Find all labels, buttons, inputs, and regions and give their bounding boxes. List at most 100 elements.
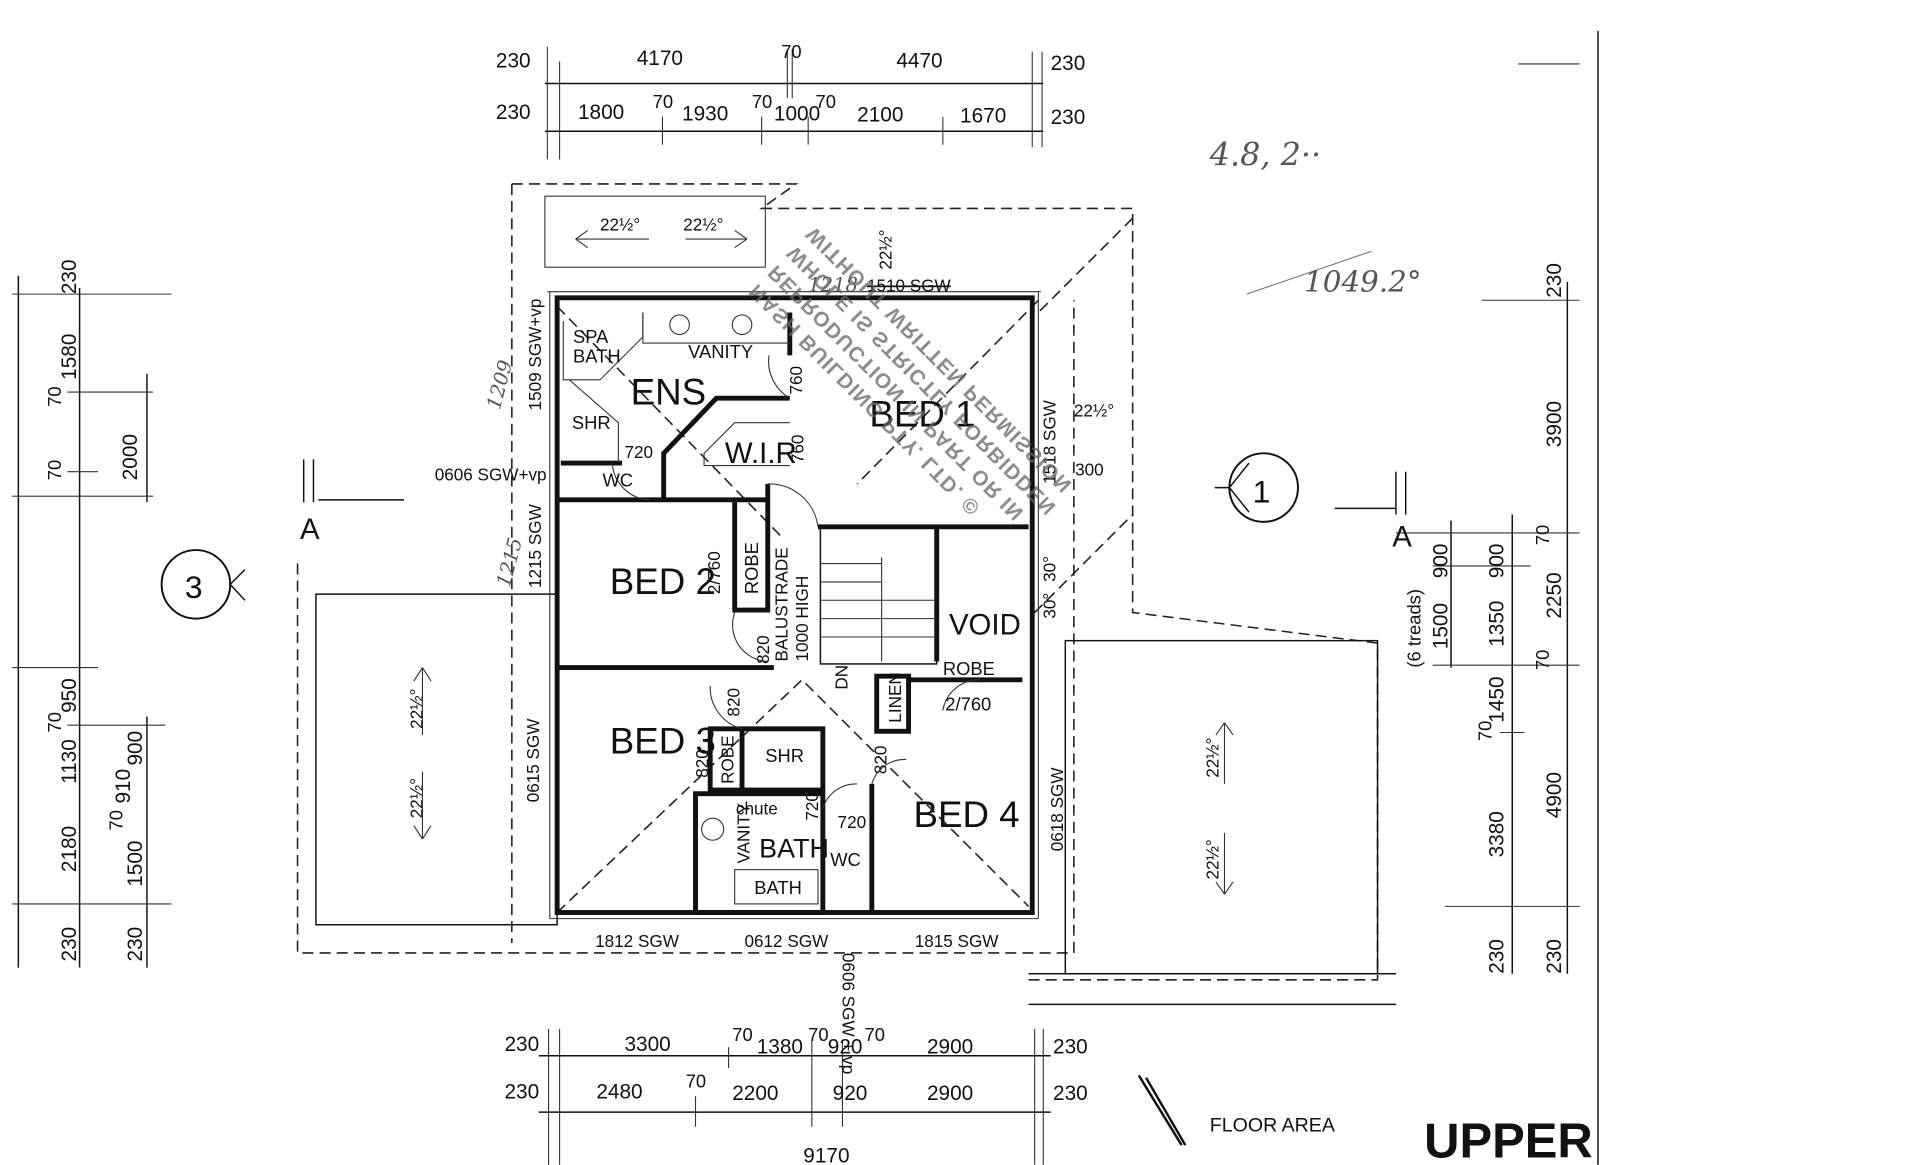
drawing-text: 1800 <box>578 101 624 124</box>
drawing-text: 70 <box>1474 721 1495 741</box>
drawing-text: 760 <box>786 366 806 395</box>
drawing-text: 70 <box>781 41 801 62</box>
drawing-text: 820 <box>692 749 712 778</box>
drawing-text: 900 <box>124 731 147 766</box>
drawing-text: 1518 SGW <box>1040 399 1060 484</box>
room-ens: ENS <box>631 371 707 412</box>
section-markers: A A 3 1 <box>160 452 1412 620</box>
right-dimensions: 230 3900 70 2250 70 4900 230 900 1350 70… <box>1395 263 1580 974</box>
drawing-text: DN <box>831 665 851 690</box>
drawing-text: 22½° <box>406 778 426 818</box>
drawing-text: 30° <box>1040 556 1060 582</box>
drawing-text: VANITY <box>688 341 753 362</box>
drawing-text: 230 <box>1051 52 1086 75</box>
room-labels: ENS BED 1 SPA BATH VANITY SHR W.I.R WC B… <box>572 326 1021 898</box>
drawing-text: 70 <box>864 1024 884 1045</box>
drawing-text: 22½° <box>1074 401 1114 421</box>
drawing-text: SHR <box>765 745 804 766</box>
drawing-text: 2/760 <box>704 551 724 594</box>
drawing-text: 22½° <box>875 229 895 269</box>
drawing-text: 2900 <box>927 1035 973 1058</box>
drawing-text: 2250 <box>1543 572 1566 618</box>
drawing-text: 720 <box>802 792 822 821</box>
drawing-text: FLOOR AREA <box>1210 1115 1336 1137</box>
bottom-dimensions: 230 3300 70 1380 70 920 70 2900 230 230 … <box>504 1024 1087 1165</box>
room-bed3: BED 3 <box>610 720 716 761</box>
drawing-text: 820 <box>871 746 891 775</box>
drawing-text: 230 <box>1543 939 1566 974</box>
drawing-text: 230 <box>124 927 147 962</box>
drawing-text: 1000 <box>774 102 820 125</box>
drawing-text: 1218 <box>808 274 858 297</box>
drawing-text: 70 <box>752 91 772 112</box>
drawing-text: 0606 SGW + vp <box>838 953 858 1074</box>
drawing-text: 230 <box>1053 1082 1088 1105</box>
drawing-text: 2/760 <box>945 693 991 714</box>
drawing-text: 2200 <box>732 1082 778 1105</box>
drawing-text: 230 <box>1543 263 1566 298</box>
drawing-text: 1209 <box>482 358 517 412</box>
drawing-text: ROBE <box>741 542 762 594</box>
drawing-text: 1930 <box>682 102 728 125</box>
drawing-text: 70 <box>808 1024 828 1045</box>
drawing-text: 22½° <box>1202 738 1222 778</box>
drawing-text: A <box>1392 520 1412 553</box>
drawing-text: 820 <box>753 635 773 664</box>
drawing-text: 70 <box>732 1024 752 1045</box>
drawing-text: 910 <box>112 769 135 804</box>
drawing-text: 3300 <box>624 1033 670 1056</box>
drawing-text: 9170 <box>803 1144 849 1165</box>
drawing-text: 70 <box>44 386 65 406</box>
drawing-text: 1509 SGW+vp <box>525 299 545 411</box>
drawing-text: 230 <box>1053 1035 1088 1058</box>
drawing-text: 1215 SGW <box>525 503 545 588</box>
drawing-text: chute <box>736 799 778 819</box>
drawing-text: 2180 <box>58 826 81 872</box>
drawing-text: 22½° <box>600 214 640 234</box>
drawing-text: BATH <box>759 833 829 863</box>
drawing-text: 760 <box>787 435 807 464</box>
drawing-text: 230 <box>496 50 531 73</box>
drawing-text: 720 <box>838 812 867 832</box>
drawing-text: 1130 <box>58 739 81 784</box>
drawing-text: 70 <box>653 91 673 112</box>
drawing-text: WITHOUT WRITTEN PERMISSION <box>802 222 1077 497</box>
drawing-text: SPA <box>573 326 609 347</box>
drawing-text: WC <box>602 469 633 490</box>
drawing-text: 230 <box>1051 106 1086 129</box>
drawing-text: 22½° <box>1202 839 1222 879</box>
drawing-text: 4470 <box>896 50 942 73</box>
drawing-text: 70 <box>686 1071 706 1092</box>
drawing-text: 1510 SGW <box>867 276 952 296</box>
drawing-text: 22½° <box>406 689 426 729</box>
title-block: FLOOR AREA UPPER <box>1137 1074 1593 1165</box>
stair-treads <box>820 557 937 662</box>
drawing-text: 230 <box>504 1033 539 1056</box>
drawing-text: 22½° <box>683 214 723 234</box>
door-sizes: 760 720 760 2/760 820 820 820 720 720 82… <box>624 366 890 832</box>
drawing-text: 230 <box>504 1081 539 1104</box>
drawing-text: 0606 SGW+vp <box>435 464 547 484</box>
drawing-text: 0618 SGW <box>1047 767 1067 852</box>
drawing-text: 230 <box>496 101 531 124</box>
drawing-text: 70 <box>1532 650 1553 670</box>
drawing-text: WC <box>830 849 861 870</box>
drawing-text: 2480 <box>596 1081 642 1104</box>
roof-pitches: 22½° 22½° 22½° 22½° 30° 30° 22½° 22½° 22… <box>406 214 1234 895</box>
drawing-text: 230 <box>58 259 81 294</box>
drawing-text: BALUSTRADE <box>771 547 791 661</box>
drawing-text: LINEN <box>885 672 905 722</box>
drawing-text: 1500 <box>124 841 147 887</box>
drawing-text: 720 <box>624 442 653 462</box>
room-wir: W.I.R <box>725 437 797 470</box>
drawing-text: 900 <box>1486 544 1509 579</box>
drawing-text: SHR <box>572 412 611 433</box>
drawing-text: 2900 <box>927 1082 973 1105</box>
window-labels: 1812 SGW 0612 SGW 1815 SGW 0606 SGW + vp… <box>435 274 1067 1075</box>
drawing-text: 1049.2° <box>1304 265 1421 299</box>
drawing-text: 1580 <box>58 334 81 380</box>
drawing-text: 300 <box>1075 459 1104 479</box>
left-dimensions: 230 70 1580 70 950 70 1130 2180 230 2000… <box>12 259 172 968</box>
drawing-text: 2100 <box>857 103 903 126</box>
